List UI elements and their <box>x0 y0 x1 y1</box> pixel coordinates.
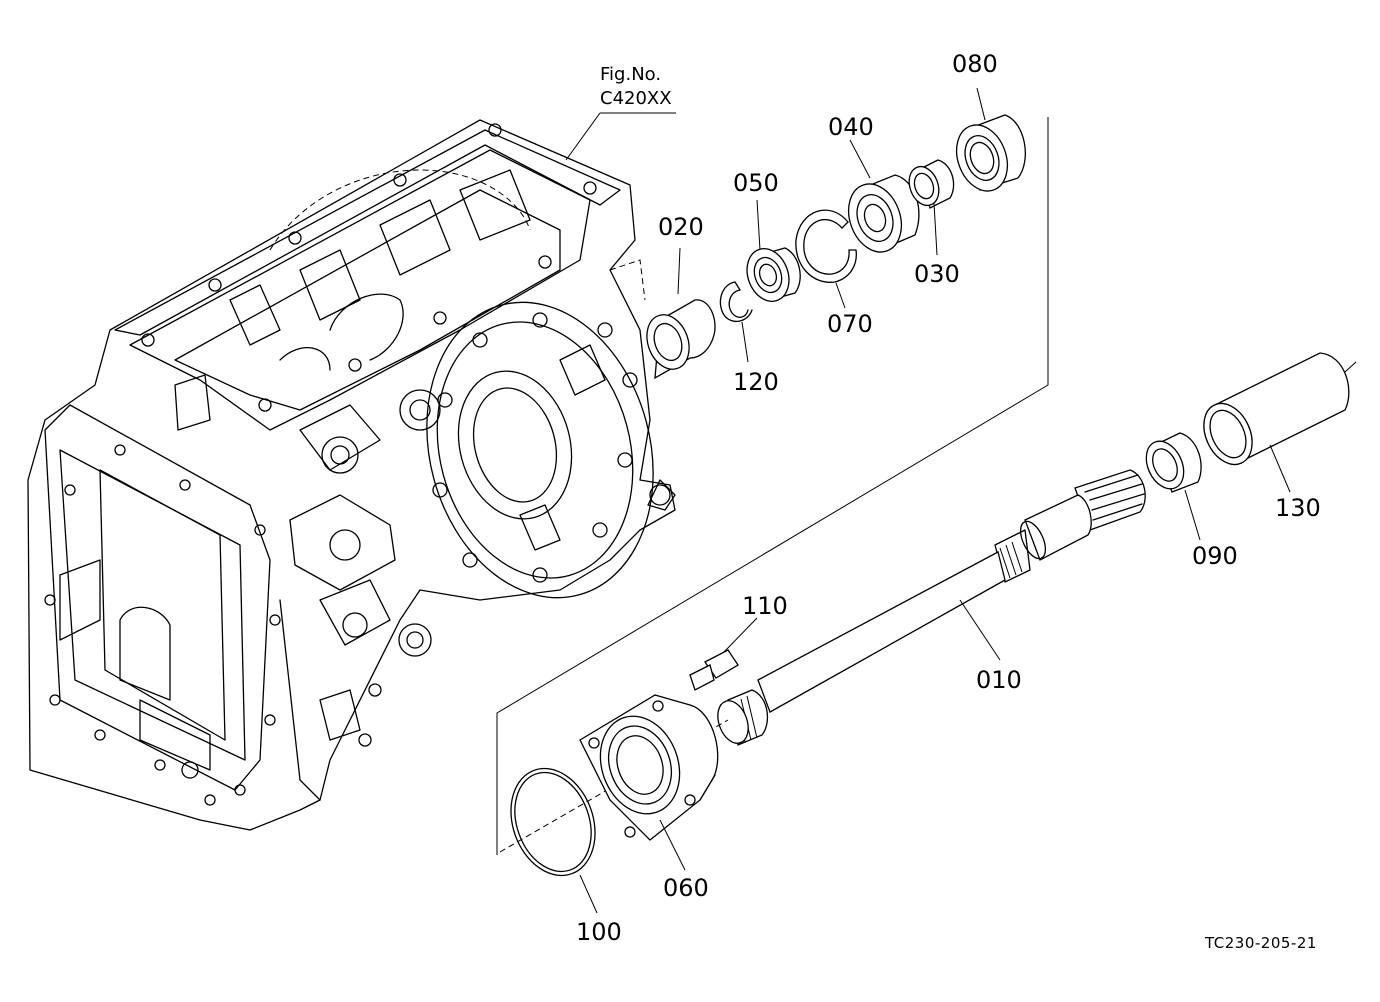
part-010-pto-shaft <box>499 469 1146 853</box>
label-050: 050 <box>733 169 779 197</box>
assembly-boundary-line <box>496 117 1049 855</box>
part-080-oil-seal <box>955 87 1026 192</box>
label-130: 130 <box>1275 494 1321 522</box>
label-100: 100 <box>576 918 622 946</box>
label-070: 070 <box>827 310 873 338</box>
label-040: 040 <box>828 113 874 141</box>
part-060-pto-cover <box>579 694 719 871</box>
part-110-breather-plug <box>689 617 758 691</box>
part-130-sleeve <box>1203 352 1357 493</box>
part-030-collar <box>908 159 955 256</box>
label-030: 030 <box>914 260 960 288</box>
label-110: 110 <box>742 592 788 620</box>
part-040-ball-bearing <box>847 139 920 253</box>
label-090: 090 <box>1192 542 1238 570</box>
label-120: 120 <box>733 368 779 396</box>
fig-ref-leader <box>565 112 601 161</box>
part-120-snap-ring <box>719 281 753 363</box>
label-080: 080 <box>952 50 998 78</box>
fig-code-label: C420XX <box>600 88 672 109</box>
part-090-seal <box>1145 432 1202 541</box>
part-020-needle-bearing <box>646 247 716 380</box>
part-070-circlip <box>795 209 857 309</box>
label-010: 010 <box>976 666 1022 694</box>
fig-no-label: Fig.No. <box>600 64 662 85</box>
label-060: 060 <box>663 874 709 902</box>
drawing-code: TC230-205-21 <box>1205 934 1317 952</box>
label-020: 020 <box>658 213 704 241</box>
part-050-bearing <box>746 199 801 302</box>
transmission-housing <box>27 119 676 831</box>
part-100-o-ring <box>510 767 598 914</box>
